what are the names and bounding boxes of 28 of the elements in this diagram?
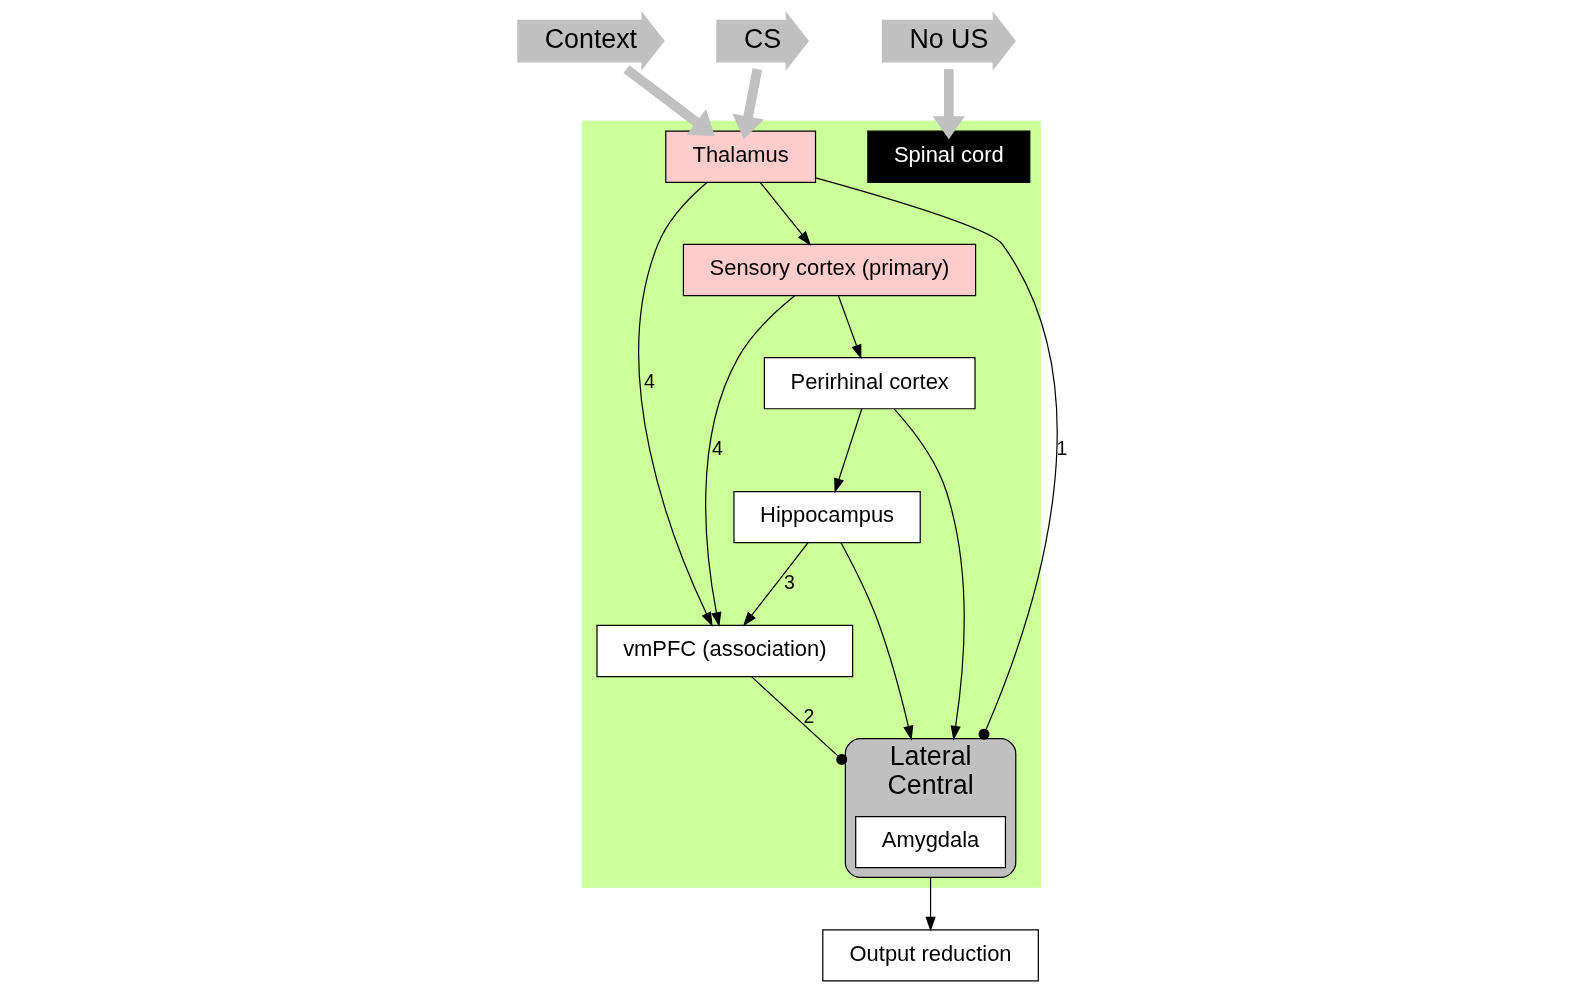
edge-label: 4 — [643, 369, 655, 392]
arrow — [637, 182, 713, 627]
node-box: Thalamus — [664, 130, 816, 183]
node-box: Sensory cortex (primary) — [682, 243, 976, 297]
arrow — [759, 181, 811, 246]
edge-label: 3 — [783, 570, 795, 593]
connector — [814, 177, 1058, 740]
node-box: Perirhinal cortex — [763, 357, 976, 410]
edge-label: 2 — [802, 704, 814, 727]
arrow — [837, 295, 861, 360]
arrow — [893, 408, 965, 741]
node-box: Output reduction — [821, 929, 1039, 982]
edge-label: 4 — [711, 436, 723, 459]
arrow — [932, 69, 965, 140]
cluster — [581, 120, 1041, 888]
arrow — [924, 876, 936, 932]
edge-label: 1 — [1056, 436, 1067, 459]
node-box: vmPFC (association) — [595, 624, 853, 678]
arrow — [833, 408, 862, 493]
arrow — [731, 68, 764, 140]
arrow — [622, 65, 715, 136]
node-box: Hippocampus — [732, 490, 921, 544]
arrow — [704, 295, 795, 627]
node-box: Spinal cord — [866, 130, 1030, 183]
arrow — [742, 542, 809, 627]
node-box: Amygdala — [854, 815, 1006, 869]
arrow — [839, 542, 913, 741]
connector — [750, 676, 847, 765]
